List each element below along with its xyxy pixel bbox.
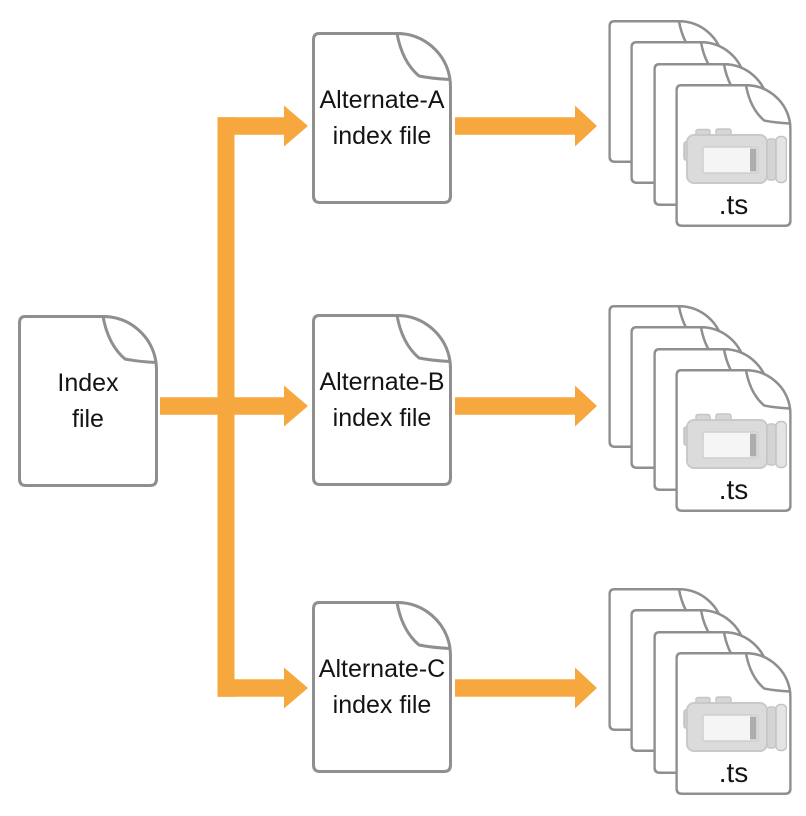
index-file-label: Index file	[57, 369, 119, 433]
ts-stack-c: .ts	[605, 588, 795, 795]
alternate-b-label: Alternate-B index file	[319, 368, 445, 432]
arrow-to-alternate-c	[217, 667, 308, 709]
arrow-alternate-a-to-ts	[455, 105, 597, 147]
alternate-a-label: Alternate-A index file	[319, 86, 445, 150]
ts-file-node: .ts	[672, 84, 795, 227]
arrow-index-to-alternate-b	[160, 385, 308, 427]
video-camera-icon	[683, 128, 787, 184]
arrow-alternate-c-to-ts	[455, 667, 597, 709]
index-file-node: Index file	[18, 315, 158, 487]
ts-file-label: .ts	[718, 474, 749, 505]
ts-file-node: .ts	[672, 369, 795, 512]
video-camera-icon	[683, 696, 787, 752]
arrow-to-alternate-a	[217, 105, 308, 147]
arrow-alternate-b-to-ts	[455, 385, 597, 427]
alternate-c-label: Alternate-C index file	[318, 655, 446, 719]
ts-file-label: .ts	[718, 189, 749, 220]
alternate-b-node: Alternate-B index file	[312, 314, 452, 486]
ts-stack-a: .ts	[605, 20, 795, 227]
video-camera-icon	[683, 413, 787, 469]
ts-stack-b: .ts	[605, 305, 795, 512]
alternate-a-node: Alternate-A index file	[312, 32, 452, 204]
alternate-c-node: Alternate-C index file	[312, 601, 452, 773]
ts-file-node: .ts	[672, 652, 795, 795]
ts-file-label: .ts	[718, 757, 749, 788]
